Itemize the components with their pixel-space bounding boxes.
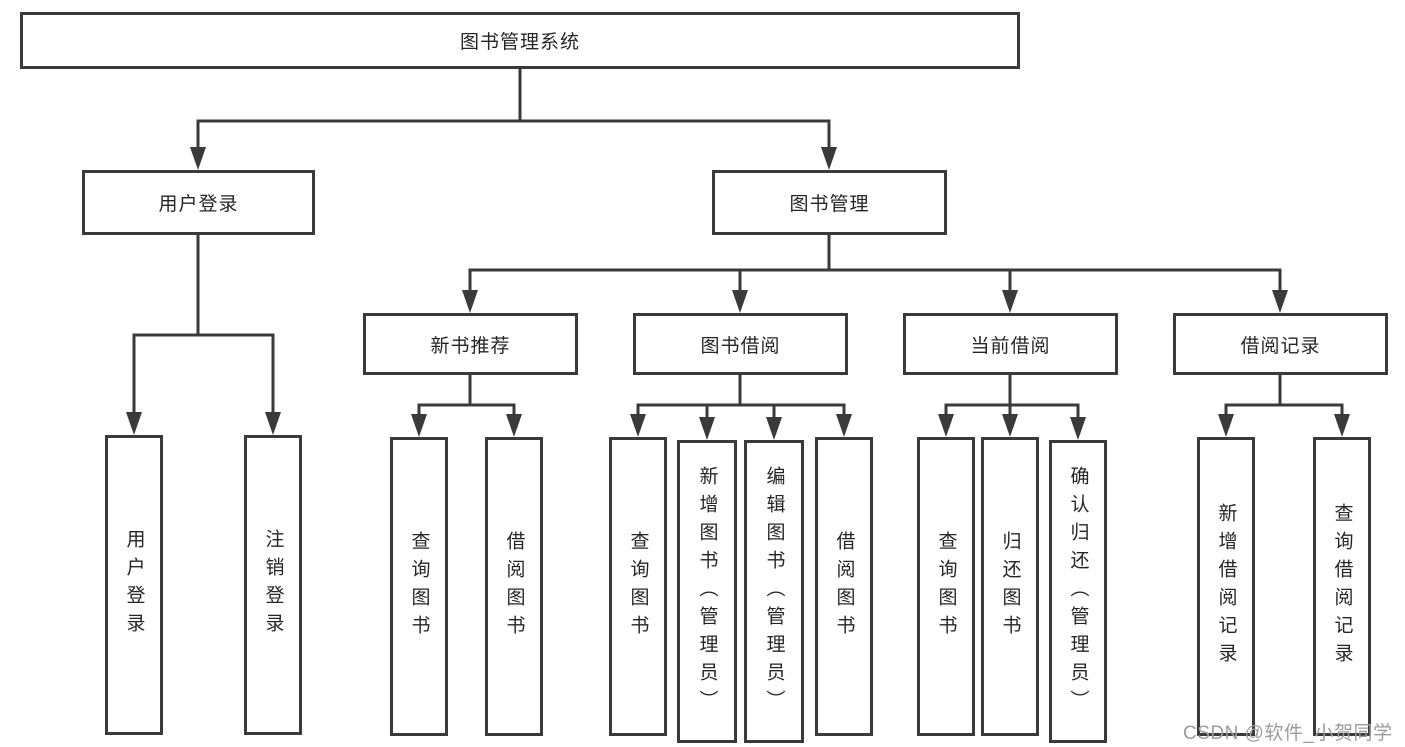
leaf-add-borrow-record: 新增借阅记录	[1197, 437, 1255, 736]
node-book-borrow: 图书借阅	[633, 313, 848, 375]
node-book-management: 图书管理	[712, 170, 947, 235]
arrow-down-icon	[126, 412, 142, 435]
leaf-return-book: 归还图书	[981, 437, 1039, 736]
arrow-down-icon	[1002, 414, 1018, 437]
node-current-borrow: 当前借阅	[903, 313, 1118, 375]
arrow-down-icon	[462, 290, 478, 313]
arrow-down-icon	[938, 414, 954, 437]
arrow-down-icon	[1070, 417, 1086, 440]
arrow-down-icon	[1334, 414, 1350, 437]
node-user-login-label: 用户登录	[158, 194, 239, 215]
watermark-text: CSDN @软件_小贺同学	[1183, 723, 1393, 744]
arrow-down-icon	[1002, 290, 1018, 313]
leaf-return-book-label: 归还图书	[999, 530, 1021, 643]
arrow-down-icon	[1218, 414, 1234, 437]
arrow-down-icon	[630, 414, 646, 437]
leaf-logout-label: 注销登录	[262, 529, 284, 641]
arrow-down-icon	[411, 414, 427, 437]
arrow-down-icon	[732, 290, 748, 313]
leaf-query-books-recommend-label: 查询图书	[408, 530, 430, 643]
leaf-edit-book-admin-label: 编辑图书（管理员）	[763, 465, 785, 718]
leaf-query-books-borrow: 查询图书	[609, 437, 667, 736]
arrow-down-icon	[190, 147, 206, 170]
node-book-management-label: 图书管理	[789, 194, 870, 215]
leaf-edit-book-admin: 编辑图书（管理员）	[744, 440, 804, 743]
leaf-query-books-recommend: 查询图书	[390, 437, 448, 736]
leaf-borrow-books-recommend-label: 借阅图书	[503, 530, 525, 643]
leaf-confirm-return-admin-label: 确认归还（管理员）	[1067, 465, 1089, 718]
node-book-borrow-label: 图书借阅	[700, 335, 781, 357]
node-current-borrow-label: 当前借阅	[970, 335, 1051, 357]
arrow-down-icon	[836, 414, 852, 437]
node-root-label: 图书管理系统	[459, 32, 580, 53]
arrow-down-icon	[766, 417, 782, 440]
leaf-query-books-borrow-label: 查询图书	[627, 530, 649, 643]
leaf-query-borrow-record-label: 查询借阅记录	[1331, 502, 1353, 671]
leaf-borrow-books-recommend: 借阅图书	[485, 437, 543, 736]
leaf-logout: 注销登录	[244, 435, 302, 735]
leaf-borrow-books-label: 借阅图书	[833, 530, 855, 643]
arrow-down-icon	[699, 417, 715, 440]
node-new-book-recommend: 新书推荐	[363, 313, 578, 375]
leaf-add-book-admin: 新增图书（管理员）	[677, 440, 737, 743]
leaf-query-books-current: 查询图书	[917, 437, 975, 736]
leaf-query-books-current-label: 查询图书	[935, 530, 957, 643]
node-root: 图书管理系统	[20, 12, 1020, 69]
arrow-down-icon	[821, 147, 837, 170]
leaf-confirm-return-admin: 确认归还（管理员）	[1049, 440, 1107, 743]
node-new-book-recommend-label: 新书推荐	[430, 335, 511, 357]
leaf-user-login: 用户登录	[105, 435, 163, 735]
leaf-user-login-label: 用户登录	[123, 529, 145, 641]
leaf-query-borrow-record: 查询借阅记录	[1313, 437, 1371, 736]
arrow-down-icon	[1272, 290, 1288, 313]
leaf-add-book-admin-label: 新增图书（管理员）	[696, 465, 718, 718]
leaf-add-borrow-record-label: 新增借阅记录	[1215, 502, 1237, 671]
node-user-login: 用户登录	[82, 170, 315, 235]
node-borrow-records-label: 借阅记录	[1240, 335, 1321, 357]
arrow-down-icon	[506, 414, 522, 437]
arrow-down-icon	[265, 412, 281, 435]
node-borrow-records: 借阅记录	[1173, 313, 1388, 375]
leaf-borrow-books: 借阅图书	[815, 437, 873, 736]
